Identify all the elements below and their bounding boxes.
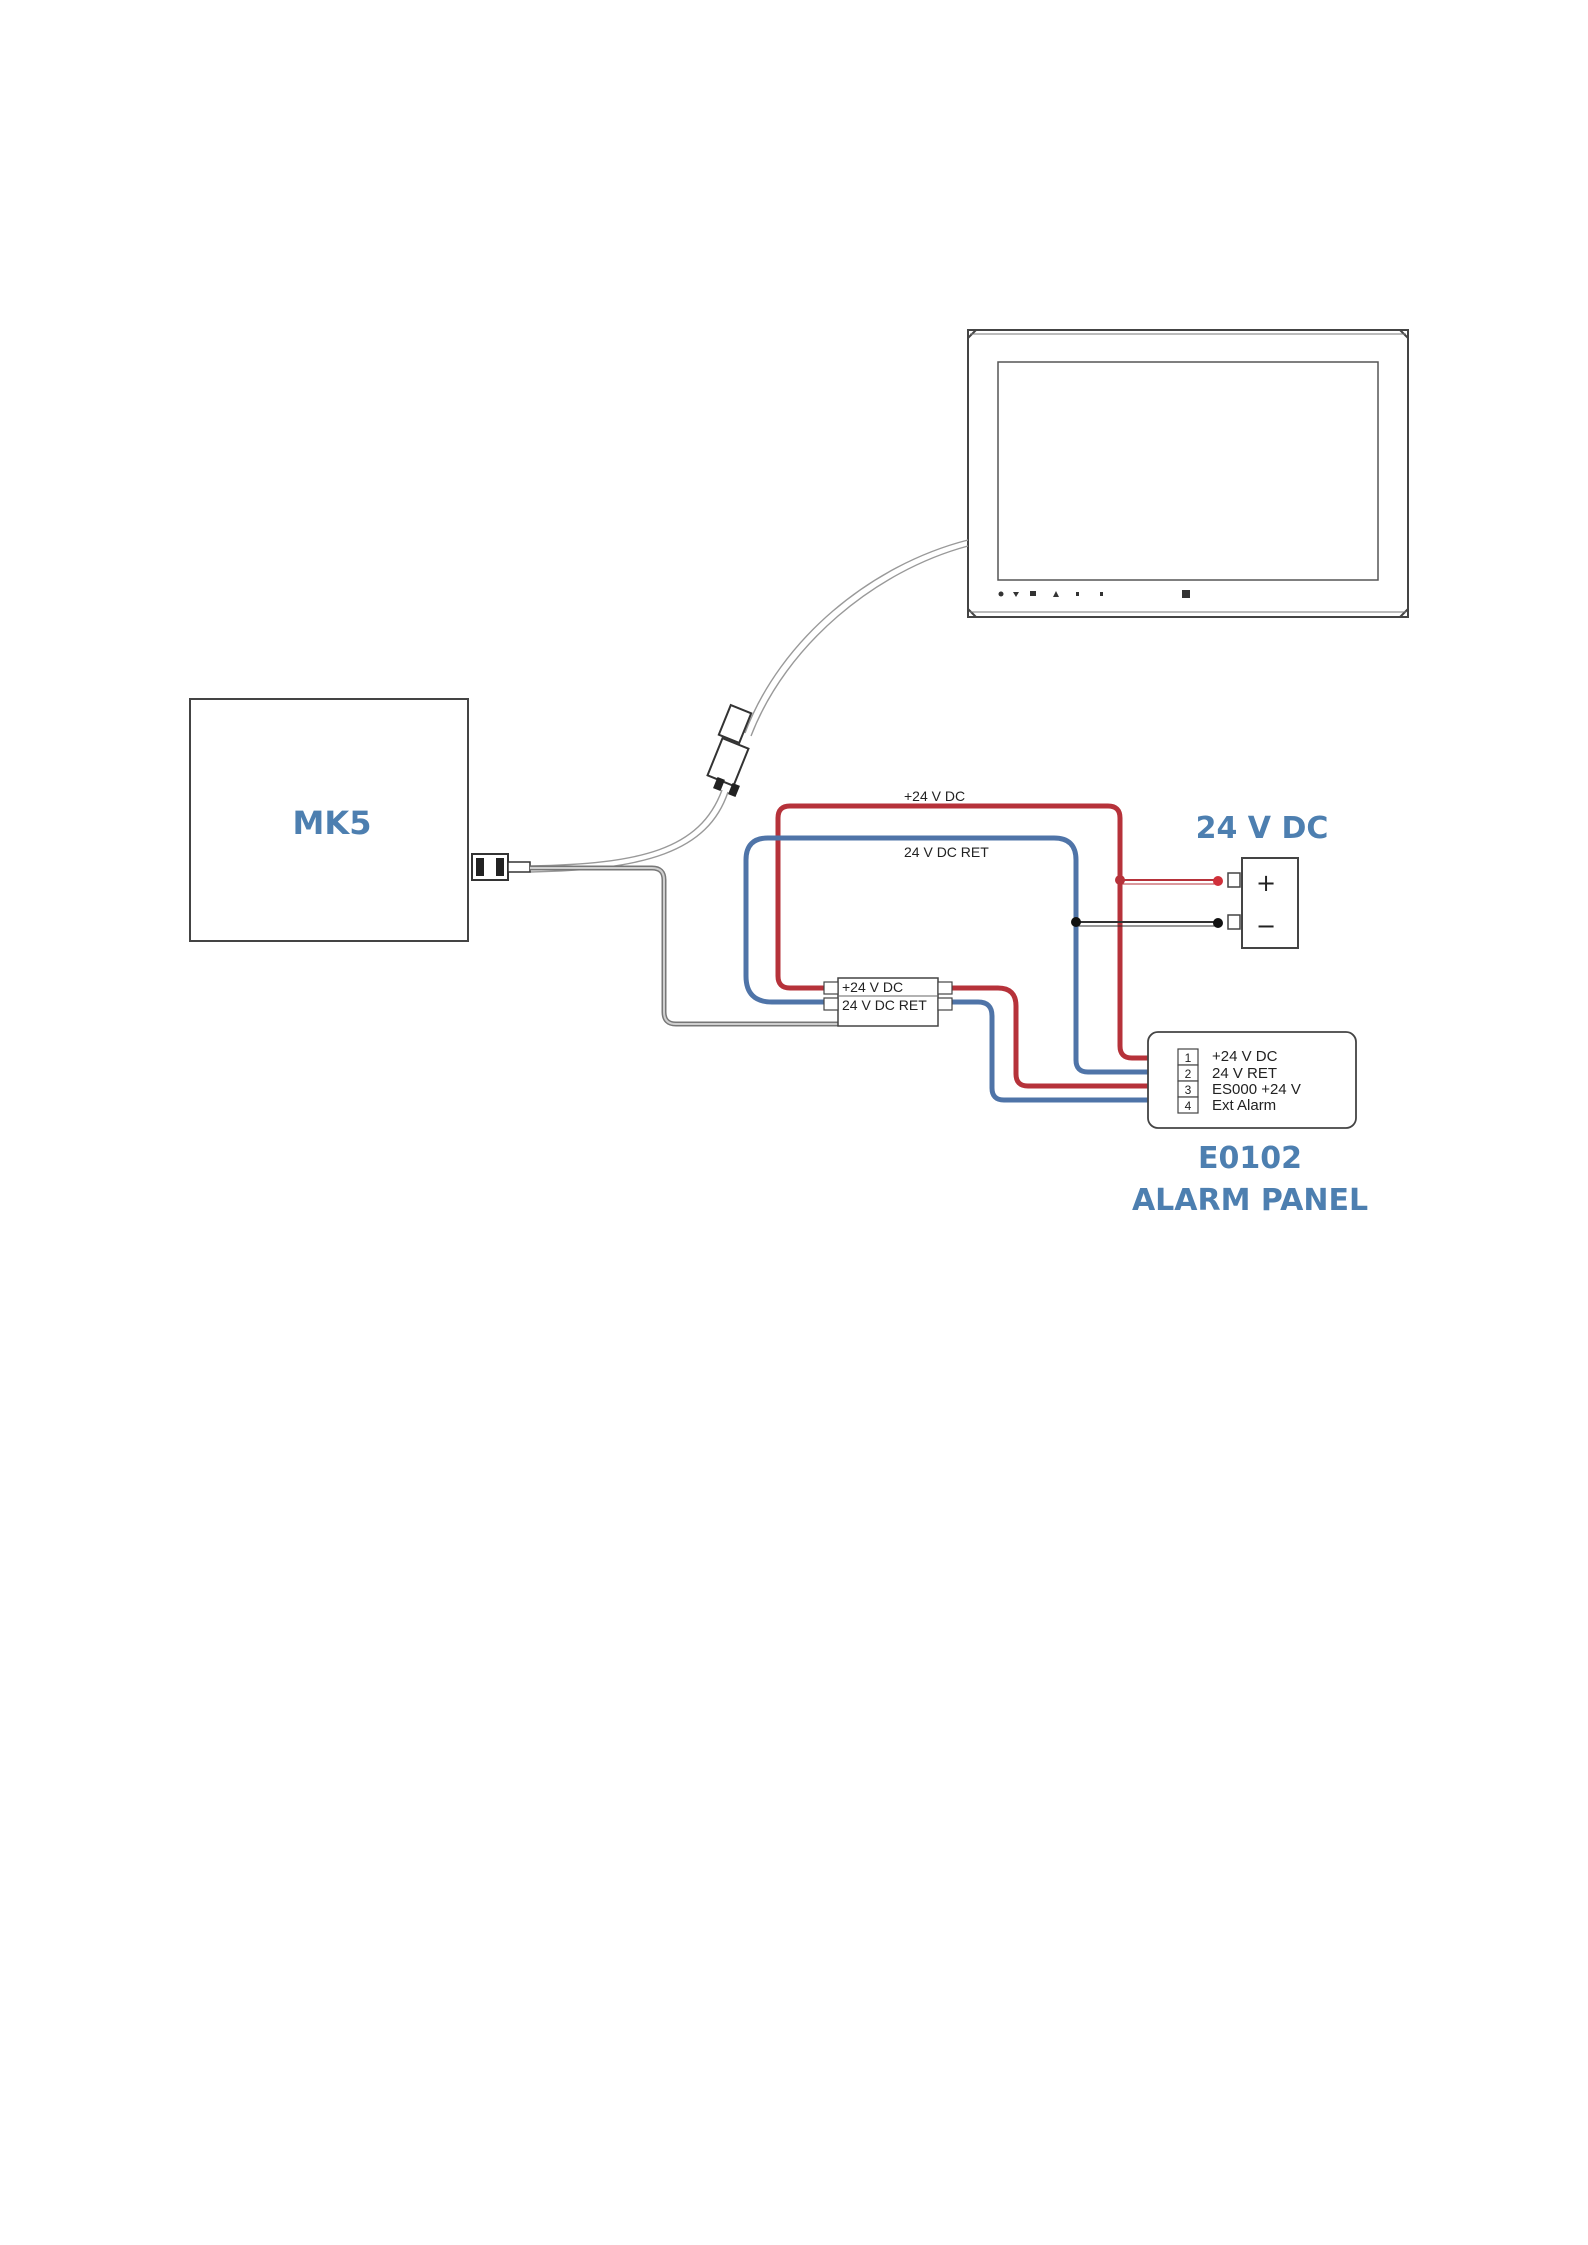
- terminal-number: 1: [1185, 1051, 1192, 1065]
- mk5-connector: [472, 854, 530, 880]
- psu-plus-symbol: +: [1256, 869, 1276, 897]
- psu-minus-symbol: −: [1256, 912, 1276, 940]
- terminal-4: 4 Ext Alarm: [1178, 1097, 1276, 1114]
- junction-dot-positive: [1115, 875, 1125, 885]
- top-return-wire-label: 24 V DC RET: [904, 844, 989, 860]
- terminal-number: 2: [1185, 1067, 1192, 1081]
- display-cable-connector: [708, 705, 752, 797]
- terminal-3: 3 ES000 +24 V: [1178, 1081, 1301, 1098]
- junction-label-positive: +24 V DC: [842, 979, 903, 995]
- display-cable: [530, 540, 968, 872]
- terminal-1: 1 +24 V DC: [1178, 1048, 1278, 1065]
- psu-minus-terminal: [1228, 915, 1240, 929]
- display-monitor: [968, 330, 1408, 617]
- alarm-panel: 1 +24 V DC 2 24 V RET 3 ES000 +24 V 4 Ex…: [1132, 1032, 1368, 1218]
- terminal-number: 3: [1185, 1083, 1192, 1097]
- junction-dot-negative: [1071, 917, 1081, 927]
- psu-plus-terminal: [1228, 873, 1240, 887]
- terminal-label: Ext Alarm: [1212, 1097, 1276, 1114]
- terminal-number: 4: [1185, 1099, 1192, 1113]
- power-supply: 24 V DC + −: [1196, 811, 1329, 948]
- alarm-panel-title-line2: ALARM PANEL: [1132, 1183, 1368, 1218]
- terminal-label: 24 V RET: [1212, 1065, 1277, 1082]
- terminal-label: ES000 +24 V: [1212, 1081, 1301, 1098]
- terminal-label: +24 V DC: [1212, 1048, 1278, 1065]
- mk5-unit: MK5: [190, 699, 530, 941]
- power-supply-label: 24 V DC: [1196, 811, 1329, 846]
- mk5-label: MK5: [293, 804, 372, 842]
- junction-box: +24 V DC 24 V DC RET: [824, 978, 952, 1026]
- wire-return-loop: [746, 838, 1168, 1072]
- top-positive-wire-label: +24 V DC: [904, 788, 965, 804]
- junction-label-return: 24 V DC RET: [842, 997, 927, 1013]
- alarm-panel-title-line1: E0102: [1198, 1141, 1302, 1176]
- terminal-2: 2 24 V RET: [1178, 1065, 1277, 1082]
